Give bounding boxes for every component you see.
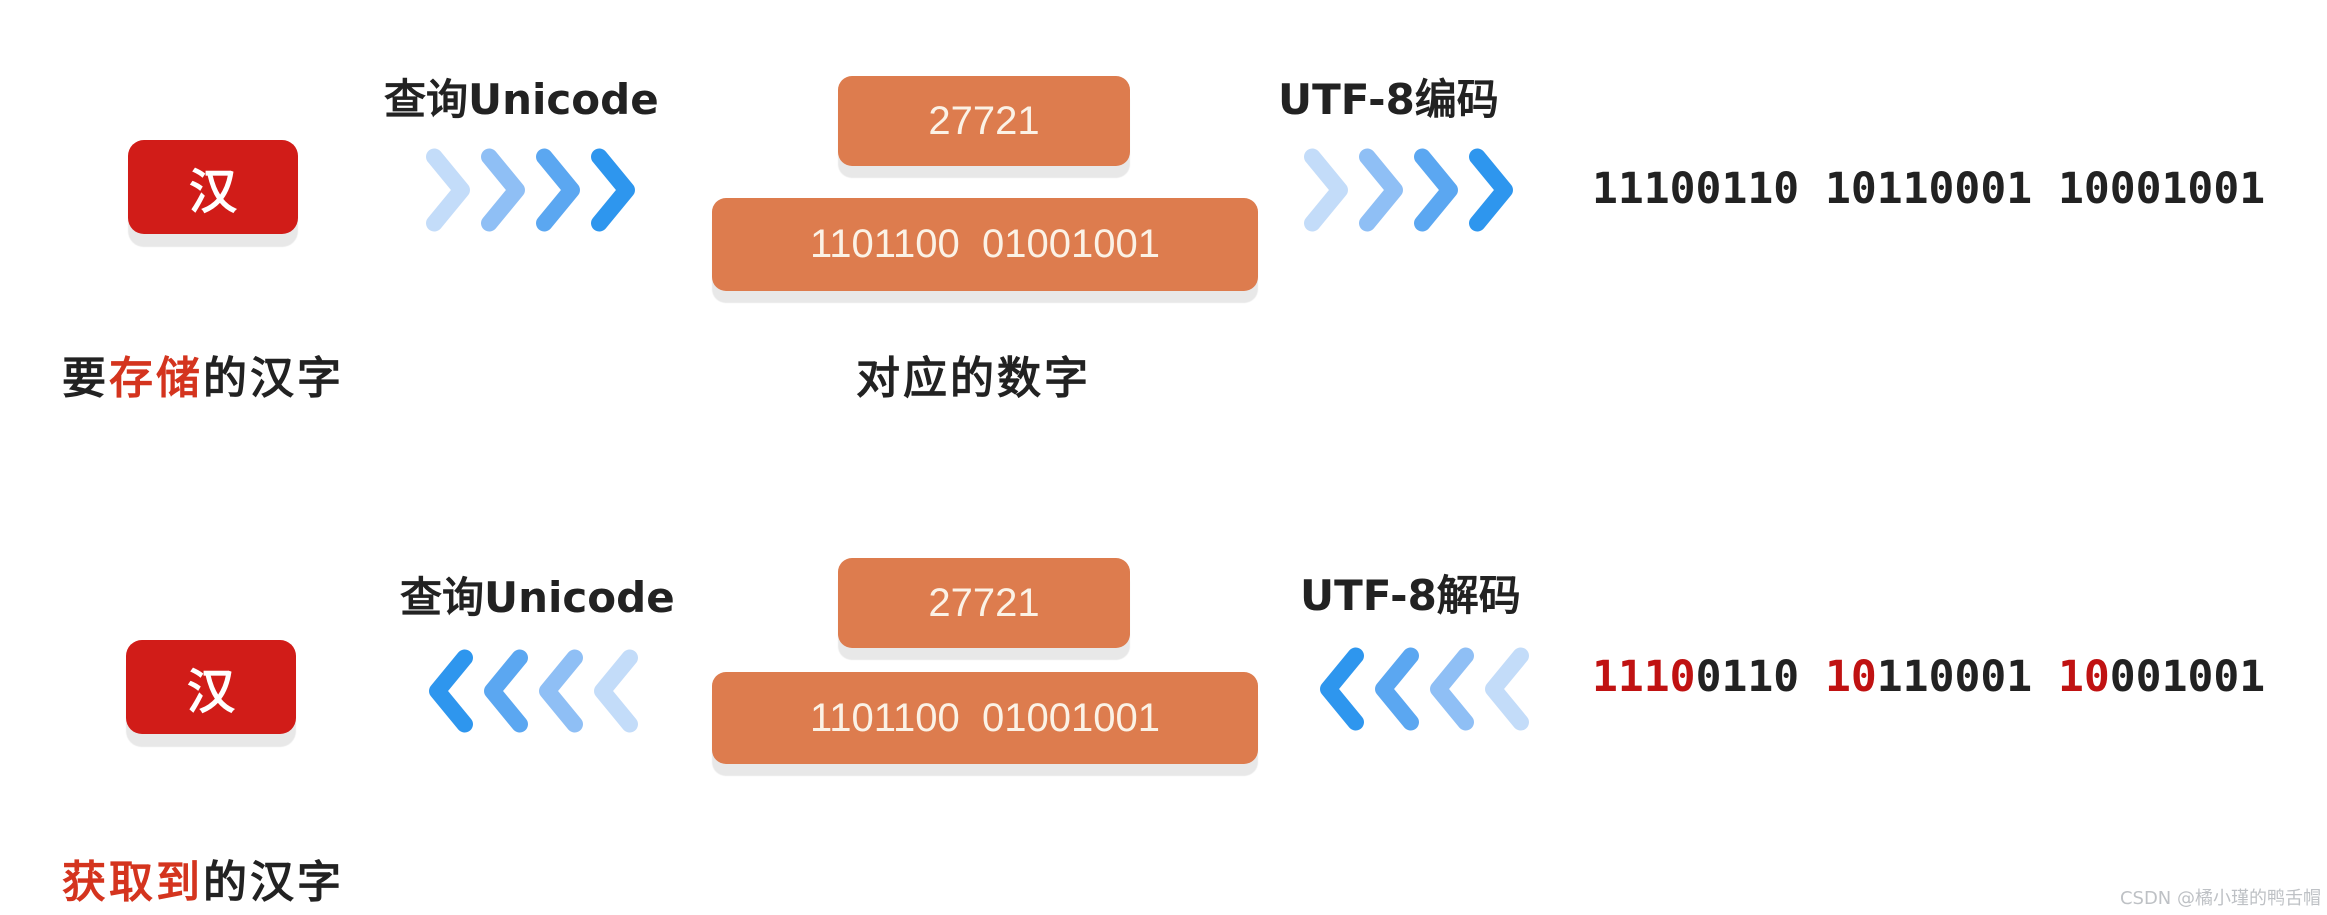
lookup-unicode-label-encode: 查询Unicode: [384, 75, 659, 124]
utf8-bytes-decoded: 11100110 10110001 10001001: [1592, 652, 2265, 702]
caption-corresponding-number: 对应的数字: [856, 353, 1091, 404]
unicode-decimal-box-encode: 27721: [838, 76, 1130, 166]
unicode-binary-value: 1101100 01001001: [810, 222, 1160, 266]
text-segment: 0110: [1695, 652, 1826, 702]
chevron-icon: [1375, 647, 1419, 731]
text-segment: 获取到: [62, 857, 203, 908]
chevron-icon: [539, 649, 583, 733]
unicode-decimal-box-decode: 27721: [838, 558, 1130, 648]
arrow-right-encode: [1298, 147, 1518, 233]
chevron-icon: [591, 148, 635, 232]
unicode-decimal-value: 27721: [928, 580, 1040, 625]
chevron-icon: [1304, 148, 1348, 232]
unicode-binary-value: 1101100 01001001: [810, 695, 1160, 740]
text-segment: 1110: [1592, 652, 1696, 702]
text-segment: 10: [2058, 652, 2110, 702]
chevron-icon: [1485, 647, 1529, 731]
text-segment: 要: [62, 353, 109, 404]
chevron-icon: [481, 148, 525, 232]
text-segment: 10: [1825, 652, 1877, 702]
chevron-icon: [594, 649, 638, 733]
caption-char-to-store: 要存储的汉字: [62, 342, 344, 406]
text-segment: 存储: [109, 353, 203, 404]
source-char-box: 汉: [128, 140, 298, 234]
chevron-icon: [1320, 647, 1364, 731]
arrow-left-decode: [1315, 646, 1535, 732]
arrow-right-lookup: [420, 147, 640, 233]
result-char-box: 汉: [126, 640, 296, 734]
unicode-decimal-value: 27721: [928, 98, 1040, 143]
chevron-icon: [1359, 148, 1403, 232]
text-segment: 的汉字: [203, 353, 344, 404]
csdn-watermark: CSDN @橘小瑾的鸭舌帽: [2119, 888, 2321, 909]
caption-char-obtained: 获取到的汉字: [62, 846, 344, 910]
result-char: 汉: [186, 664, 235, 720]
chevron-icon: [1430, 647, 1474, 731]
utf8-encode-label: UTF-8编码: [1278, 75, 1499, 124]
chevron-icon: [536, 148, 580, 232]
chevron-icon: [426, 148, 470, 232]
chevron-icon: [484, 649, 528, 733]
chevron-icon: [429, 649, 473, 733]
chevron-icon: [1414, 148, 1458, 232]
utf8-bytes-encoded: 11100110 10110001 10001001: [1592, 164, 2266, 214]
arrow-left-lookup: [424, 648, 644, 734]
chevron-icon: [1469, 148, 1513, 232]
utf8-decode-label: UTF-8解码: [1300, 571, 1521, 620]
text-segment: 110001: [1876, 652, 2059, 702]
text-segment: 的汉字: [203, 857, 344, 908]
source-char: 汉: [188, 164, 237, 220]
lookup-unicode-label-decode: 查询Unicode: [400, 573, 675, 622]
unicode-binary-box-decode: 1101100 01001001: [712, 672, 1258, 764]
unicode-binary-box-encode: 1101100 01001001: [712, 198, 1258, 291]
text-segment: 001001: [2109, 652, 2266, 702]
